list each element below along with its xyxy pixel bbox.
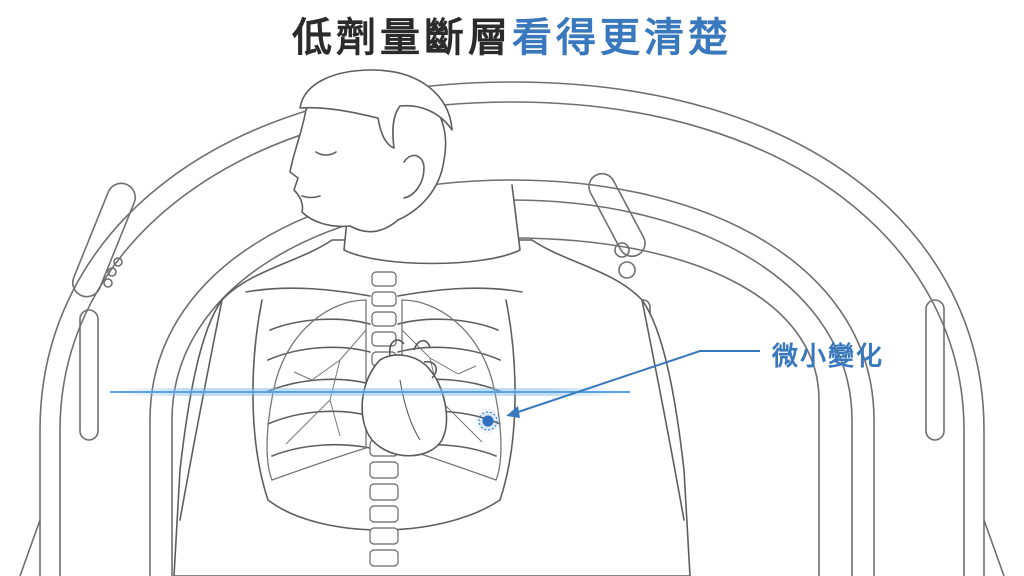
- title-part-dark: 低劑量斷層: [292, 15, 512, 61]
- heart-illustration: [361, 339, 448, 457]
- nodule-marker-icon: [474, 407, 502, 435]
- callout-pointer: [506, 350, 760, 418]
- title-part-blue: 看得更清楚: [512, 15, 732, 61]
- page-title: 低劑量斷層看得更清楚: [0, 12, 1024, 64]
- callout-label: 微小變化: [772, 342, 885, 372]
- patient-figure: [173, 69, 691, 576]
- scan-beam: [110, 388, 630, 396]
